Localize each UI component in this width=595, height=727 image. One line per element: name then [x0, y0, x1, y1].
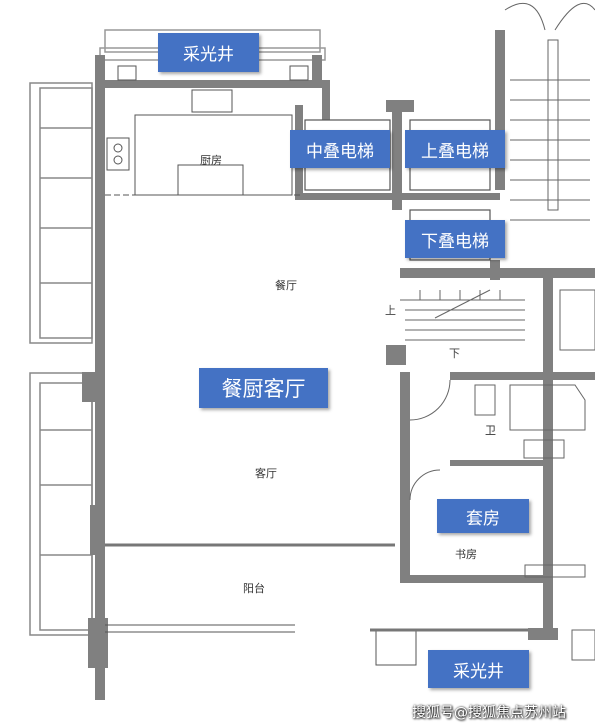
right-rooms [524, 289, 595, 661]
watermark: 搜狐号@搜狐焦点苏州站 [412, 705, 566, 721]
elevator-upper-label: 上叠电梯 [405, 130, 505, 168]
doors [409, 379, 586, 501]
stairs [400, 2, 595, 341]
room-dining: 餐厅 [275, 279, 297, 292]
skylight-bottom-label: 采光井 [428, 650, 529, 688]
interior-lines [105, 65, 528, 666]
room-bathroom: 卫 [485, 424, 496, 437]
skylight-top-label: 采光井 [158, 33, 259, 72]
stair-up-mark: 上 [385, 304, 396, 317]
suite-label: 套房 [437, 499, 529, 533]
stair-down-mark: 下 [449, 347, 460, 360]
elevator-lower-label: 下叠电梯 [405, 220, 505, 258]
left-planters [29, 82, 93, 636]
room-living: 客厅 [255, 467, 277, 480]
room-study: 书房 [455, 548, 477, 561]
room-balcony: 阳台 [243, 582, 265, 595]
living-dining-kitchen-label: 餐厨客厅 [199, 368, 328, 408]
elevator-middle-label: 中叠电梯 [290, 130, 390, 168]
room-kitchen: 厨房 [200, 154, 222, 167]
